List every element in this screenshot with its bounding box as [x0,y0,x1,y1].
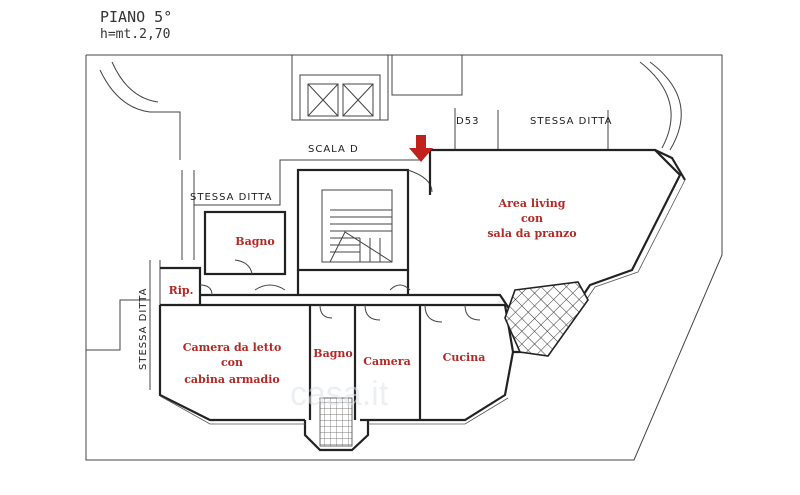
svg-text:Camera da letto: Camera da letto [183,341,282,354]
room-label-cucina: Cucina [443,351,486,364]
room-label-bagno-bottom: Bagno [313,347,352,360]
svg-text:Area living: Area living [498,197,566,210]
site-boundary [85,54,723,461]
tiled-terrace [504,281,589,357]
balcony-tiles [319,397,353,447]
room-label-living: Area living con sala da pranzo [487,197,576,240]
ceiling-height: h=mt.2,70 [100,27,170,42]
watermark-logo: casa.it [290,375,389,413]
unit-code: D53 [456,116,479,127]
left-neighbour-walls [86,61,420,390]
svg-text:cabina armadio: cabina armadio [184,373,280,386]
room-label-bedroom: Camera da letto con cabina armadio [183,341,282,386]
room-label-bagno-top: Bagno [235,235,274,248]
svg-text:con: con [221,356,243,369]
stessa-ditta-top-right: STESSA DITTA [530,116,612,127]
scala-label: SCALA D [308,144,359,155]
room-label-rip: Rip. [169,284,194,297]
floor-title: PIANO 5° [100,8,172,26]
door-swings [199,259,481,323]
top-neighbour-walls [291,55,682,151]
facade-windows [159,179,686,425]
stessa-ditta-left: STESSA DITTA [138,288,149,370]
stessa-ditta-middle: STESSA DITTA [190,192,272,203]
stair-core [296,168,433,272]
svg-text:sala da pranzo: sala da pranzo [487,227,576,240]
room-label-camera: Camera [363,355,410,368]
entrance-arrow-icon [409,135,433,162]
svg-text:con: con [521,212,543,225]
